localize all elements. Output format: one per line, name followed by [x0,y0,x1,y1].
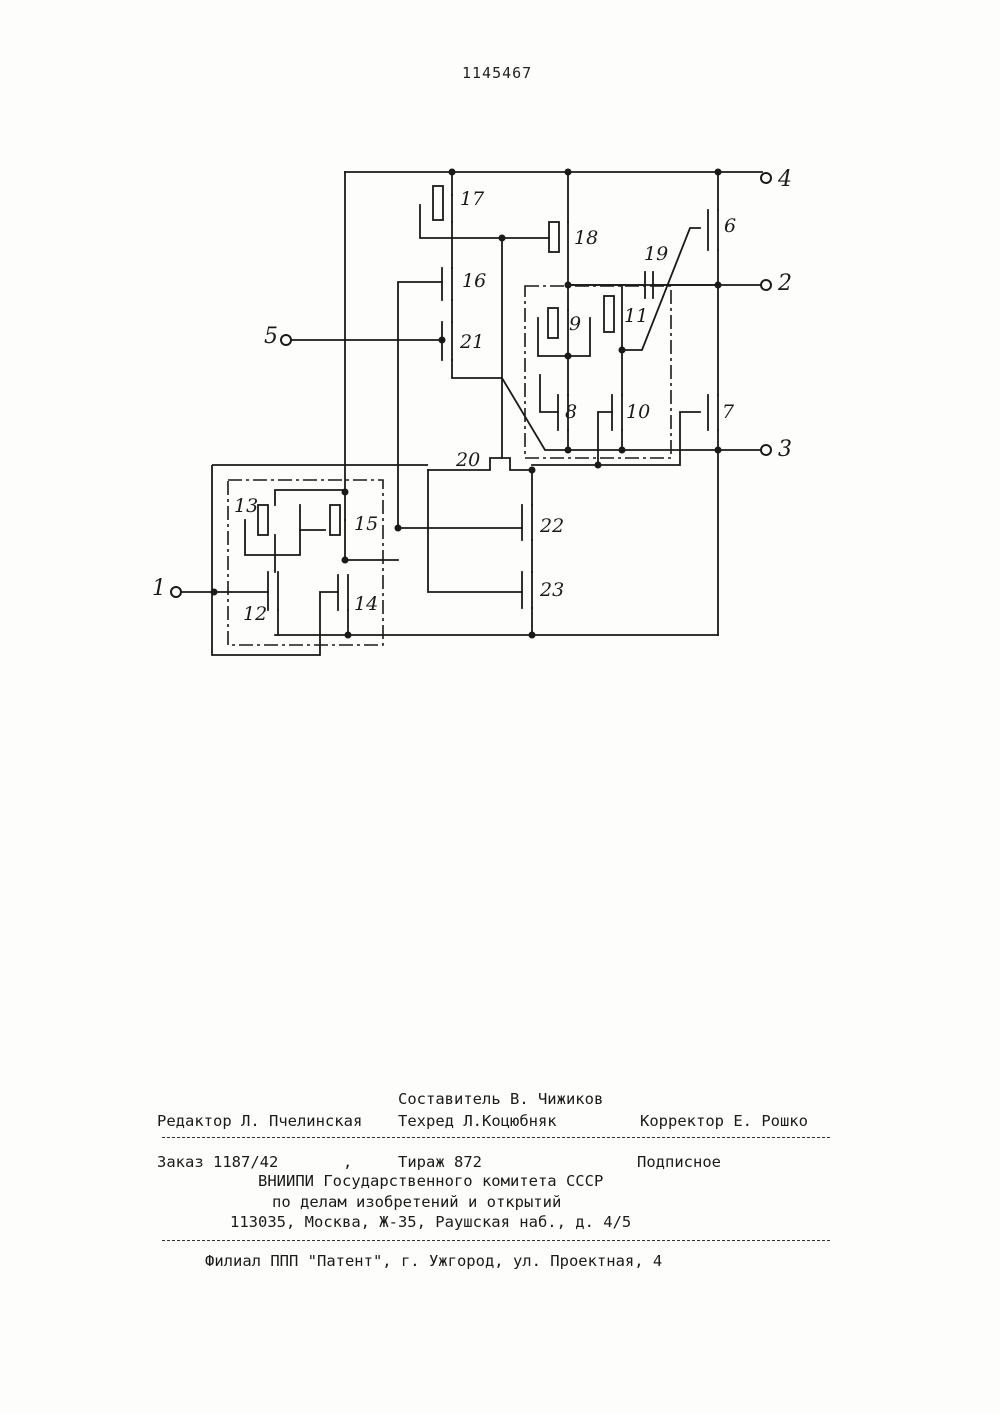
imprint-compiler: Составитель В. Чижиков [398,1090,603,1108]
component-label-16: 16 [462,270,486,292]
terminal-1-icon [171,587,181,597]
component-label-17: 17 [460,188,485,210]
component-label-13: 13 [234,495,258,517]
imprint-circulation: Тираж 872 [398,1153,482,1171]
component-label-11: 11 [624,305,648,327]
terminal-label-2: 2 [777,271,792,296]
imprint-organization-line2: по делам изобретений и открытий [272,1193,561,1211]
terminal-4-icon [761,173,771,183]
imprint-comma: , [343,1153,352,1171]
component-label-10: 10 [626,401,650,423]
component-label-22: 22 [539,515,564,537]
component-label-19: 19 [644,243,668,265]
component-label-9: 9 [569,313,581,335]
imprint-organization-line1: ВНИИПИ Государственного комитета СССР [258,1172,603,1190]
component-label-23: 23 [539,579,564,601]
imprint-subscription: Подписное [637,1153,721,1171]
imprint-corrector: Корректор Е. Рошко [640,1112,808,1130]
imprint-editor: Редактор Л. Пчелинская [157,1112,362,1130]
component-label-8: 8 [565,401,577,423]
imprint-address: 113035, Москва, Ж-35, Раушская наб., д. … [230,1213,631,1231]
terminal-label-1: 1 [152,576,166,601]
component-label-12: 12 [243,603,267,625]
circuit-schematic: 4 2 3 5 1 6 7 8 9 10 11 12 13 14 15 16 1… [0,0,1000,700]
terminal-2-icon [761,280,771,290]
divider-bottom [162,1240,830,1241]
terminal-label-4: 4 [777,167,792,192]
component-label-20: 20 [455,449,480,471]
component-label-18: 18 [574,227,598,249]
component-label-21: 21 [459,331,484,353]
terminal-label-5: 5 [264,324,278,349]
terminal-label-3: 3 [778,437,792,462]
divider-top [162,1137,830,1138]
component-label-6: 6 [724,215,736,237]
imprint-branch: Филиал ППП "Патент", г. Ужгород, ул. Про… [205,1252,662,1270]
component-label-7: 7 [722,401,735,423]
component-label-15: 15 [354,513,378,535]
imprint-techred: Техред Л.Коцюбняк [398,1112,557,1130]
component-label-14: 14 [354,593,378,615]
terminal-3-icon [761,445,771,455]
terminal-5-icon [281,335,291,345]
imprint-order: Заказ 1187/42 [157,1153,278,1171]
